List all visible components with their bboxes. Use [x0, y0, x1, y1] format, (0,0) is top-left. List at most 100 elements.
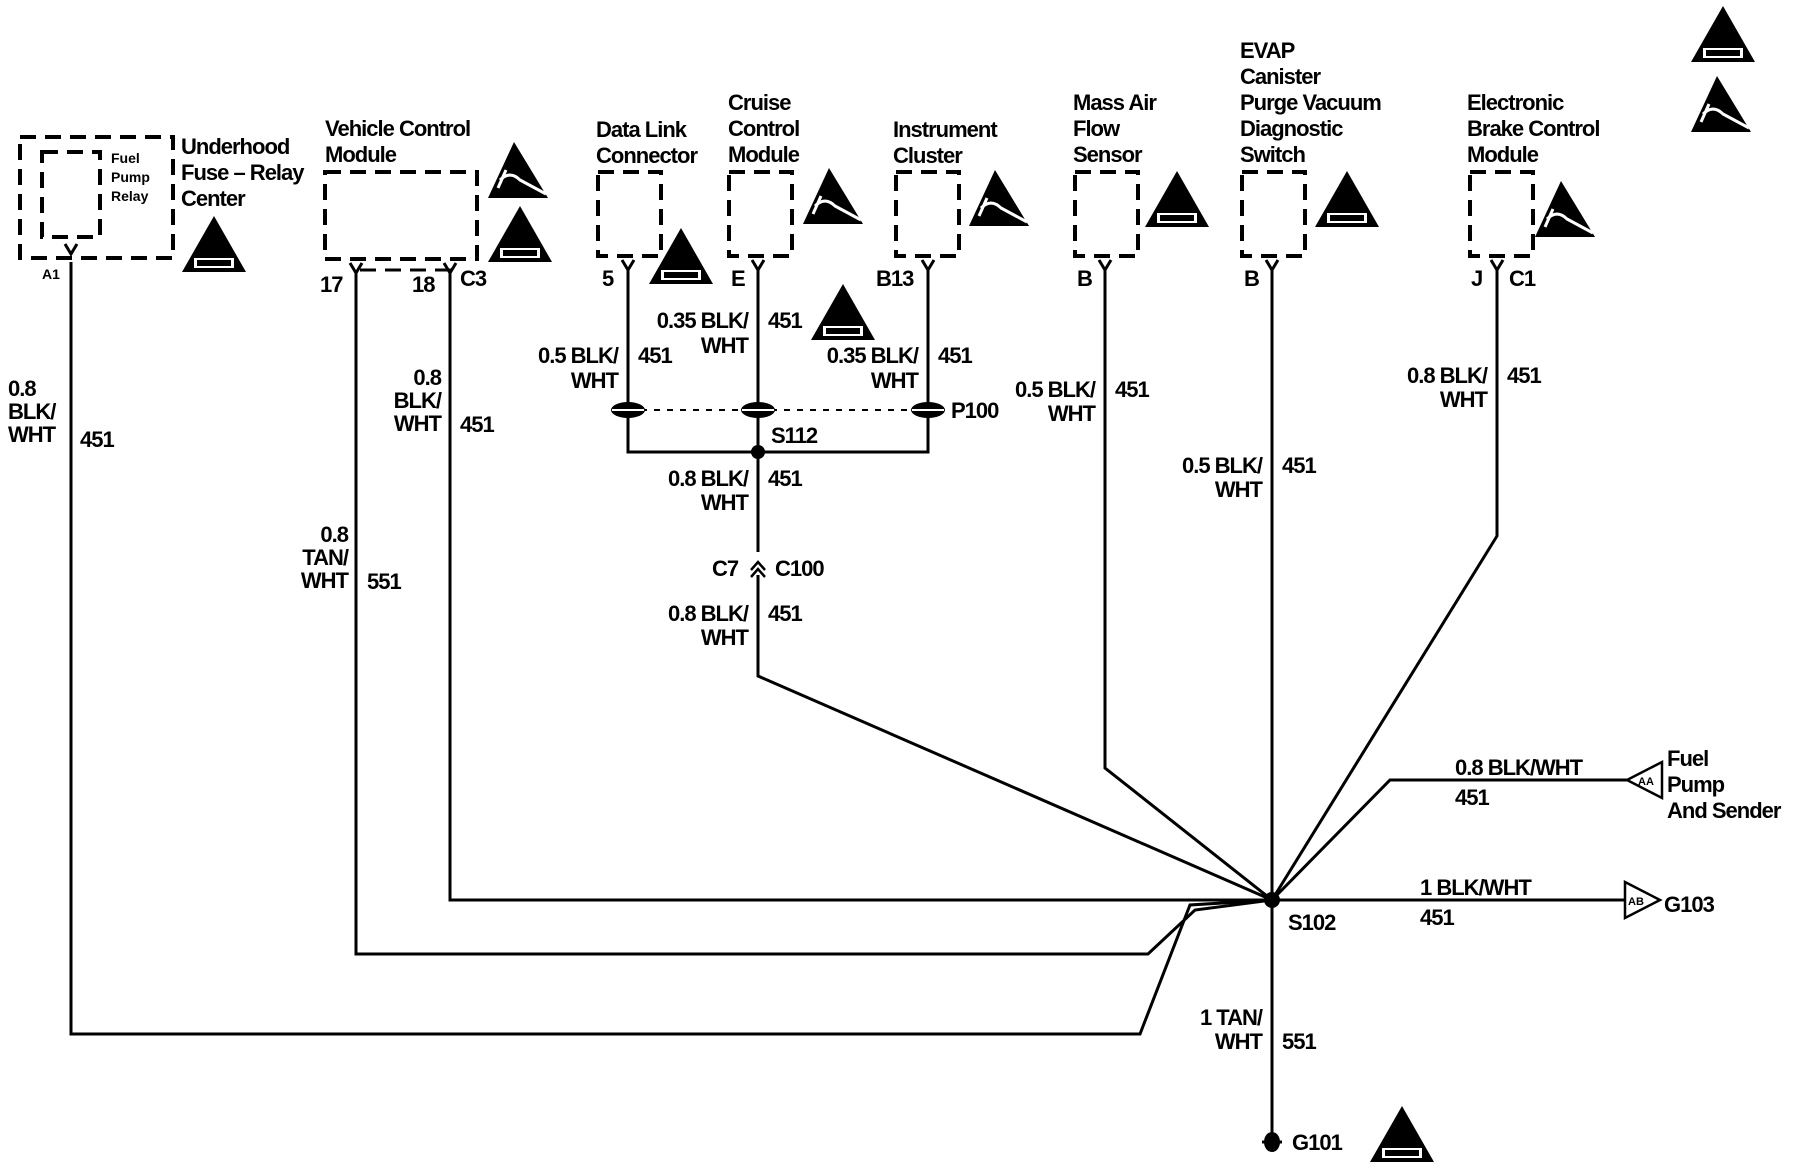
wire-circuit: 451: [1507, 363, 1541, 388]
wire-circuit: 451: [938, 343, 972, 368]
esd-sensitive-icon: [1533, 179, 1597, 239]
splice-label: S102: [1288, 910, 1336, 935]
wire-gauge: WHT: [701, 625, 750, 650]
data-link-connector: Data Link Connector 5: [596, 117, 713, 291]
wire-circuit: 451: [80, 427, 114, 452]
pin-icon: [1264, 258, 1280, 272]
pin-label: B: [1077, 266, 1092, 291]
component-name-line: Switch: [1240, 142, 1305, 167]
wire-circuit: 551: [367, 569, 401, 594]
connector-pin-label: C7: [712, 556, 739, 581]
obd-ii-icon: [182, 216, 246, 272]
fuel-pump-relay-box: [40, 150, 102, 239]
instrument-cluster: Instrument Cluster B13: [876, 117, 1031, 291]
component-name-line: Cruise: [728, 90, 791, 115]
wire-gauge: WHT: [1048, 401, 1097, 426]
wire-fuel-pump: [1270, 778, 1627, 902]
ccm-box: [727, 170, 794, 258]
wire-gauge: BLK/: [8, 399, 56, 424]
splice-s112: [751, 445, 765, 459]
pin-label: 18: [412, 272, 435, 297]
wire-gauge: 0.8: [8, 376, 36, 401]
component-name-line: EVAP: [1240, 38, 1295, 63]
wire-gauge: 0.5 BLK/: [1015, 377, 1096, 402]
svg-text:AA: AA: [1638, 776, 1654, 788]
connector-label: C100: [775, 556, 824, 581]
offpage-arrow-icon: [1623, 879, 1663, 921]
electronic-brake-control-module: Electronic Brake Control Module J C1: [1467, 90, 1600, 291]
maf-box: [1073, 170, 1140, 258]
relay-label-3: Relay: [111, 188, 149, 204]
wire-gauge: WHT: [571, 368, 620, 393]
ground-label: G101: [1292, 1130, 1343, 1155]
ground-label: G103: [1664, 892, 1715, 917]
mass-air-flow-sensor: Mass Air Flow Sensor B: [1073, 90, 1209, 291]
wire-circuit: 451: [768, 601, 802, 626]
component-name-line: Vehicle Control: [325, 116, 470, 141]
vehicle-control-module: Vehicle Control Module 17 18 C3: [320, 116, 552, 297]
offpage-arrow-icon: [1624, 759, 1664, 801]
component-name-line: Data Link: [596, 117, 688, 142]
pin-label: E: [731, 266, 745, 291]
wire-gauge: 0.5 BLK/: [538, 343, 619, 368]
component-name-line: Mass Air: [1073, 90, 1157, 115]
wire-gauge: 0.5 BLK/: [1182, 453, 1263, 478]
component-name-line: Diagnostic: [1240, 116, 1343, 141]
wire-circuit: 451: [1455, 785, 1489, 810]
ebcm-box: [1468, 170, 1535, 258]
dlc-box: [596, 170, 663, 258]
connector-c100: C7 C100: [712, 556, 825, 581]
wire-gauge: WHT: [1440, 387, 1489, 412]
wire-gauge: WHT: [701, 490, 750, 515]
esd-sensitive-icon: [486, 140, 550, 200]
pin-icon: [920, 258, 936, 272]
wire-gauge: WHT: [1215, 1029, 1264, 1054]
pin-label: B13: [876, 266, 914, 291]
component-name-line: Brake Control: [1467, 116, 1599, 141]
component-name-line: Flow: [1073, 116, 1121, 141]
relay-label-2: Pump: [111, 169, 150, 185]
fuse-center-box: [18, 135, 175, 260]
obd-ii-icon: [811, 284, 875, 340]
wire-gauge: WHT: [301, 568, 350, 593]
wire-gauge: 0.35 BLK/: [657, 308, 749, 333]
wire-gauge: 0.8 BLK/WHT: [1455, 755, 1584, 780]
pin-icon: [63, 242, 79, 256]
wire-circuit: 451: [460, 412, 494, 437]
offpage-label-line: Fuel: [1667, 746, 1708, 771]
offpage-label-line: Pump: [1667, 772, 1725, 797]
wire-labels: 0.8 BLK/ WHT 451 0.8 BLK/ WHT 451 0.8 TA…: [8, 308, 1585, 1054]
splice-s102: [1264, 892, 1280, 908]
component-name-line: Control: [728, 116, 799, 141]
pin-icon: [620, 258, 636, 272]
pin-label: A1: [42, 266, 60, 282]
wire-circuit: 451: [638, 343, 672, 368]
esd-sensitive-icon: [801, 166, 865, 226]
component-name-line: Electronic: [1467, 90, 1564, 115]
wire-vcm-18: [448, 270, 1272, 902]
obd-ii-icon: [1370, 1106, 1434, 1162]
connector-label: C1: [1509, 266, 1536, 291]
component-name-line: Sensor: [1073, 142, 1143, 167]
pin-icon: [1489, 258, 1505, 272]
wire-vcm-17: [354, 270, 1273, 956]
wire-circuit: 551: [1282, 1029, 1316, 1054]
ipc-box: [894, 170, 961, 258]
wire-gauge: 0.35 BLK/: [827, 343, 919, 368]
component-name-line: Canister: [1240, 64, 1321, 89]
wire-ebcm: [1270, 270, 1499, 901]
wire-gauge: WHT: [701, 333, 750, 358]
vcm-box: [323, 170, 479, 261]
splice-label: S112: [771, 423, 818, 448]
wire-gauge: 0.8 BLK/: [1407, 363, 1488, 388]
offpage-label-line: And Sender: [1667, 798, 1782, 823]
wire-circuit: 451: [768, 308, 802, 333]
wires: [69, 262, 1627, 1135]
wire-gauge: BLK/: [394, 388, 442, 413]
obd-ii-icon: [488, 206, 552, 262]
relay-label-1: Fuel: [111, 150, 140, 166]
component-name-line: Module: [325, 142, 397, 167]
wire-gauge: WHT: [8, 422, 57, 447]
wire-gauge: WHT: [394, 411, 443, 436]
